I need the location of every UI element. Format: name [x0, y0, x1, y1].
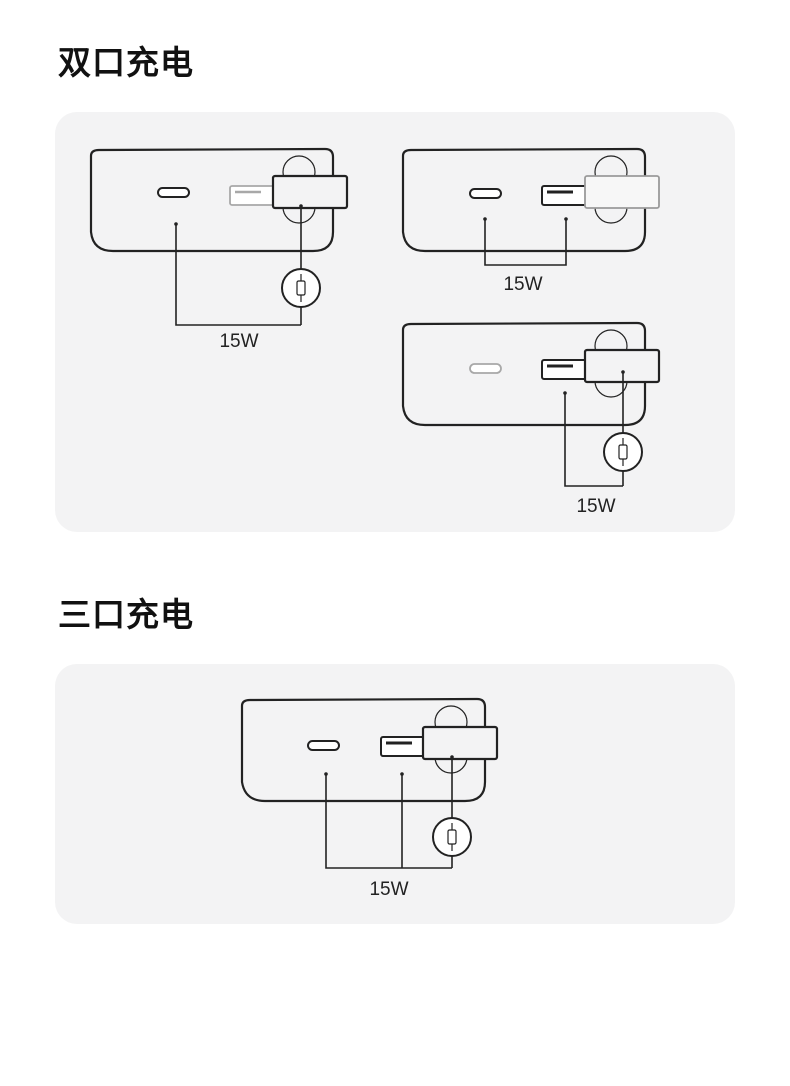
cable-connector — [583, 348, 661, 384]
triple-port-panel: 15W — [55, 664, 735, 924]
power-bank-body — [240, 697, 487, 803]
power-bank-body — [401, 321, 647, 427]
section-title-triple-port: 三口充电 — [58, 595, 194, 634]
power-bank-body — [89, 147, 335, 253]
usb-c-port-inactive — [469, 363, 502, 374]
usb-a-port — [541, 185, 588, 206]
usb-c-port — [469, 188, 502, 199]
power-label: 15W — [369, 879, 408, 900]
usb-a-port — [541, 359, 588, 380]
connection-line — [484, 219, 567, 266]
section-title-dual-port: 双口充电 — [58, 43, 194, 82]
usb-a-port — [380, 736, 427, 757]
cable-connector — [271, 174, 349, 210]
dual-port-panel: 15W 15W — [55, 112, 735, 532]
power-label: 15W — [576, 496, 615, 517]
dual-port-diagrams: 15W 15W — [89, 147, 661, 517]
cable-tip-icon — [603, 432, 643, 472]
usb-c-port — [307, 740, 340, 751]
cable-connector-inactive — [584, 175, 660, 209]
diagram-dual-usbc-usba: 15W — [401, 147, 660, 295]
diagram-dual-usbc-cable: 15W — [89, 147, 349, 352]
usb-a-port-inactive — [229, 185, 276, 206]
cable-connector — [421, 725, 499, 761]
usb-c-port — [157, 187, 190, 198]
triple-port-diagram: 15W — [240, 697, 499, 900]
connection-line — [175, 224, 301, 326]
connection-line — [564, 393, 623, 487]
power-bank-body — [401, 147, 647, 253]
diagram-triple-all-ports: 15W — [240, 697, 499, 900]
diagram-dual-usba-cable: 15W — [401, 321, 661, 517]
cable-tip-icon — [281, 268, 321, 308]
power-label: 15W — [503, 274, 542, 295]
power-label: 15W — [219, 331, 258, 352]
cable-tip-icon — [432, 817, 472, 857]
connection-line — [325, 774, 452, 869]
